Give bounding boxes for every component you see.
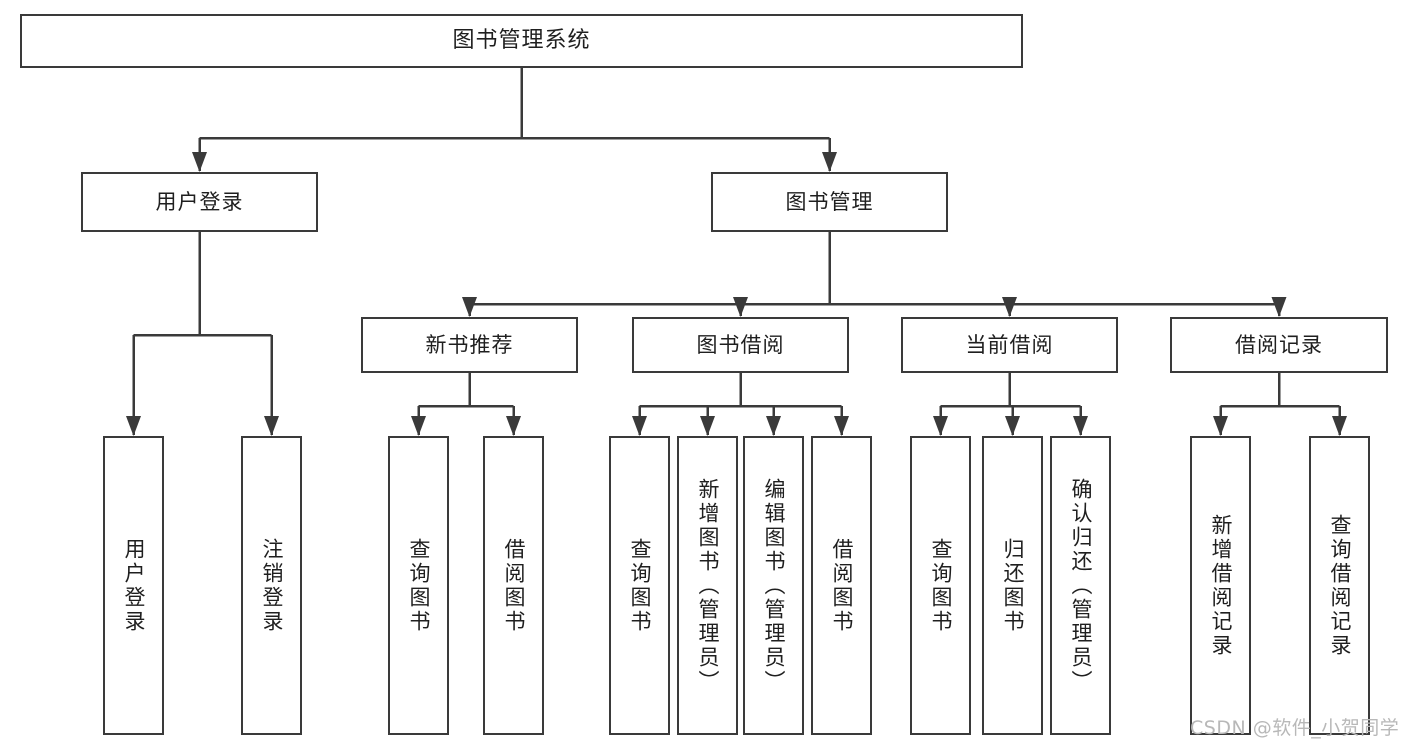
leaf-edit-book-admin[interactable]: 编辑图书（管理员） (743, 436, 804, 735)
leaf-query-book-borrow[interactable]: 查询图书 (609, 436, 670, 735)
node-label: 用户登录 (122, 537, 146, 634)
node-label: 借阅图书 (502, 537, 526, 634)
node-label: 查询图书 (929, 537, 953, 634)
node-label: 当前借阅 (965, 332, 1054, 357)
node-label: 确认归还（管理员） (1069, 477, 1093, 694)
node-label: 图书借阅 (696, 332, 785, 357)
node-label: 图书管理系统 (452, 28, 591, 54)
leaf-borrow-book[interactable]: 借阅图书 (811, 436, 872, 735)
leaf-confirm-return-admin[interactable]: 确认归还（管理员） (1050, 436, 1111, 735)
node-label: 归还图书 (1001, 537, 1025, 634)
node-root-system[interactable]: 图书管理系统 (20, 14, 1023, 68)
leaf-logout[interactable]: 注销登录 (241, 436, 302, 735)
leaf-query-book-current[interactable]: 查询图书 (910, 436, 971, 735)
leaf-add-borrow-record[interactable]: 新增借阅记录 (1190, 436, 1251, 735)
node-label: 新书推荐 (425, 332, 514, 357)
leaf-query-book-recommend[interactable]: 查询图书 (388, 436, 449, 735)
node-label: 查询图书 (407, 537, 431, 634)
node-borrow-record[interactable]: 借阅记录 (1170, 317, 1388, 373)
node-book-borrow[interactable]: 图书借阅 (632, 317, 849, 373)
node-book-management[interactable]: 图书管理 (711, 172, 948, 232)
leaf-add-book-admin[interactable]: 新增图书（管理员） (677, 436, 738, 735)
node-label: 借阅记录 (1235, 332, 1323, 357)
csdn-watermark: CSDN @软件_小贺同学 (1190, 717, 1400, 739)
node-label: 注销登录 (260, 537, 284, 634)
node-label: 新增图书（管理员） (696, 477, 720, 694)
leaf-return-book[interactable]: 归还图书 (982, 436, 1043, 735)
node-label: 编辑图书（管理员） (762, 477, 786, 694)
node-new-book-recommend[interactable]: 新书推荐 (361, 317, 578, 373)
node-user-login[interactable]: 用户登录 (81, 172, 318, 232)
leaf-user-login[interactable]: 用户登录 (103, 436, 164, 735)
leaf-borrow-book-recommend[interactable]: 借阅图书 (483, 436, 544, 735)
node-label: 用户登录 (155, 189, 244, 214)
node-label: 图书管理 (785, 189, 874, 214)
node-label: 新增借阅记录 (1209, 513, 1233, 658)
node-current-borrow[interactable]: 当前借阅 (901, 317, 1118, 373)
node-label: 借阅图书 (830, 537, 854, 634)
leaf-query-borrow-record[interactable]: 查询借阅记录 (1309, 436, 1370, 735)
node-label: 查询图书 (628, 537, 652, 634)
node-label: 查询借阅记录 (1328, 513, 1352, 658)
